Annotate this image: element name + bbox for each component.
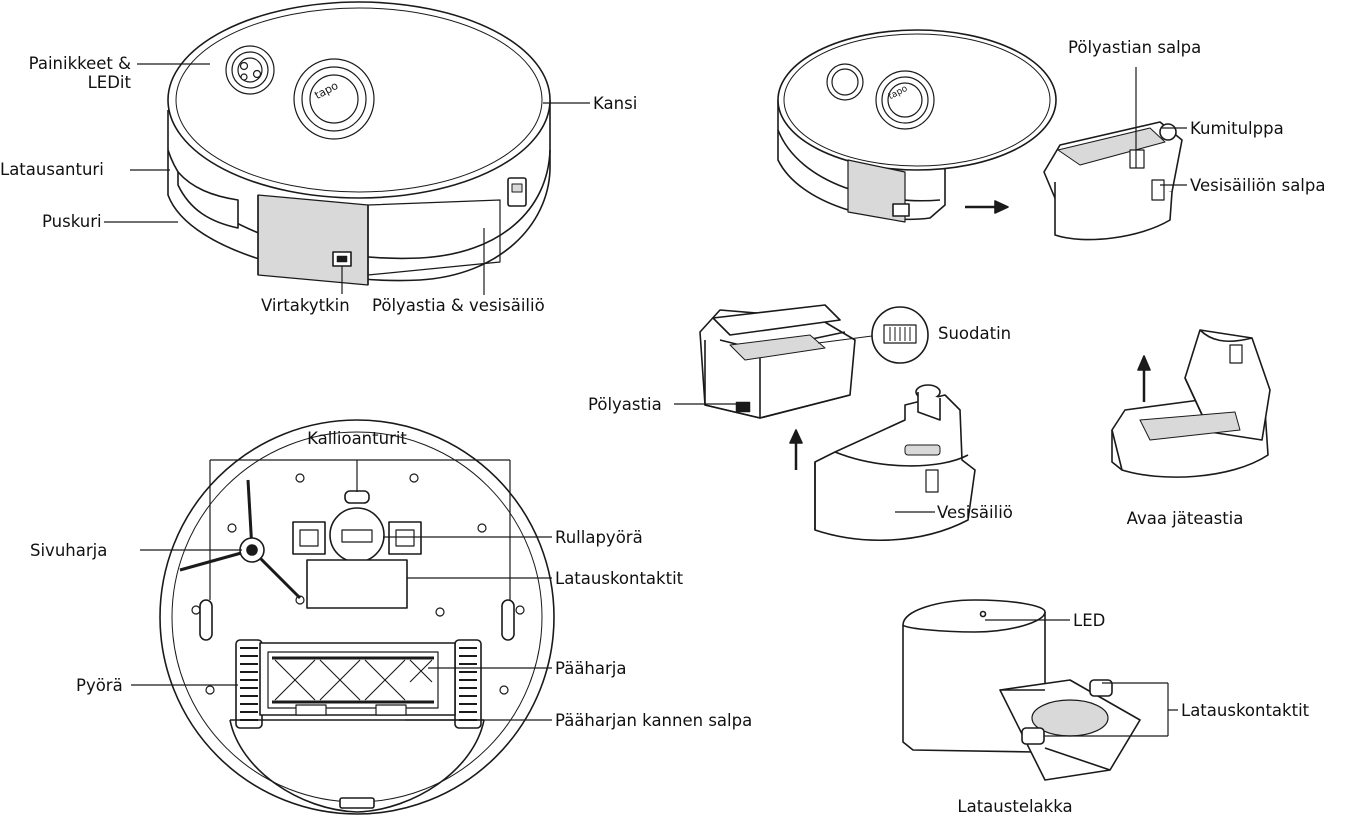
side-vent — [257, 194, 369, 286]
label-buttons-leds: Painikkeet & LEDit — [0, 54, 131, 92]
dustbin-with-filter — [699, 304, 929, 470]
water-tank-module — [814, 384, 976, 542]
robot-dustbin-removed — [777, 29, 1183, 241]
label-main-brush: Pääharja — [555, 659, 627, 678]
label-side-brush: Sivuharja — [30, 541, 108, 560]
label-dustbin: Pölyastia — [588, 395, 662, 414]
label-water-tank-latch: Vesisäiliön salpa — [1190, 176, 1326, 195]
label-open-waste-bin: Avaa jäteastia — [1126, 509, 1244, 528]
label-cliff-sensors: Kallioanturit — [307, 429, 407, 448]
waste-bin-open — [1111, 329, 1271, 478]
dustbin-module — [1043, 121, 1183, 241]
label-cover: Kansi — [593, 94, 638, 113]
label-filter: Suodatin — [938, 324, 1012, 343]
label-charging-contacts-robot: Latauskontaktit — [555, 569, 684, 588]
drive-wheel-right — [454, 639, 482, 729]
robot-bottom-view — [159, 419, 555, 815]
label-rubber-plug: Kumitulppa — [1190, 119, 1284, 138]
label-charging-contacts-dock: Latauskontaktit — [1181, 701, 1310, 720]
label-charging-dock: Lataustelakka — [957, 797, 1073, 816]
button-panel — [225, 45, 375, 140]
label-water-tank: Vesisäiliö — [937, 503, 1013, 522]
label-dustbin-water-tank: Pölyastia & vesisäiliö — [372, 296, 545, 315]
label-bumper: Puskuri — [42, 212, 102, 231]
label-wheel: Pyörä — [76, 676, 123, 695]
label-led: LED — [1073, 611, 1106, 630]
drive-wheel-left — [235, 639, 263, 729]
label-buttons-leds-line2: LEDit — [87, 73, 131, 92]
label-main-brush-cover-latch: Pääharjan kannen salpa — [555, 711, 753, 730]
label-power-switch: Virtakytkin — [261, 296, 350, 315]
label-buttons-leds-line1: Painikkeet & — [28, 54, 131, 73]
label-dustbin-latch: Pölyastian salpa — [1068, 38, 1202, 57]
robot-top-view — [167, 1, 551, 286]
leader-lines — [104, 63, 1187, 737]
label-caster-wheel: Rullapyörä — [555, 528, 643, 547]
label-charging-sensor: Latausanturi — [0, 160, 104, 179]
charging-dock — [902, 599, 1141, 781]
